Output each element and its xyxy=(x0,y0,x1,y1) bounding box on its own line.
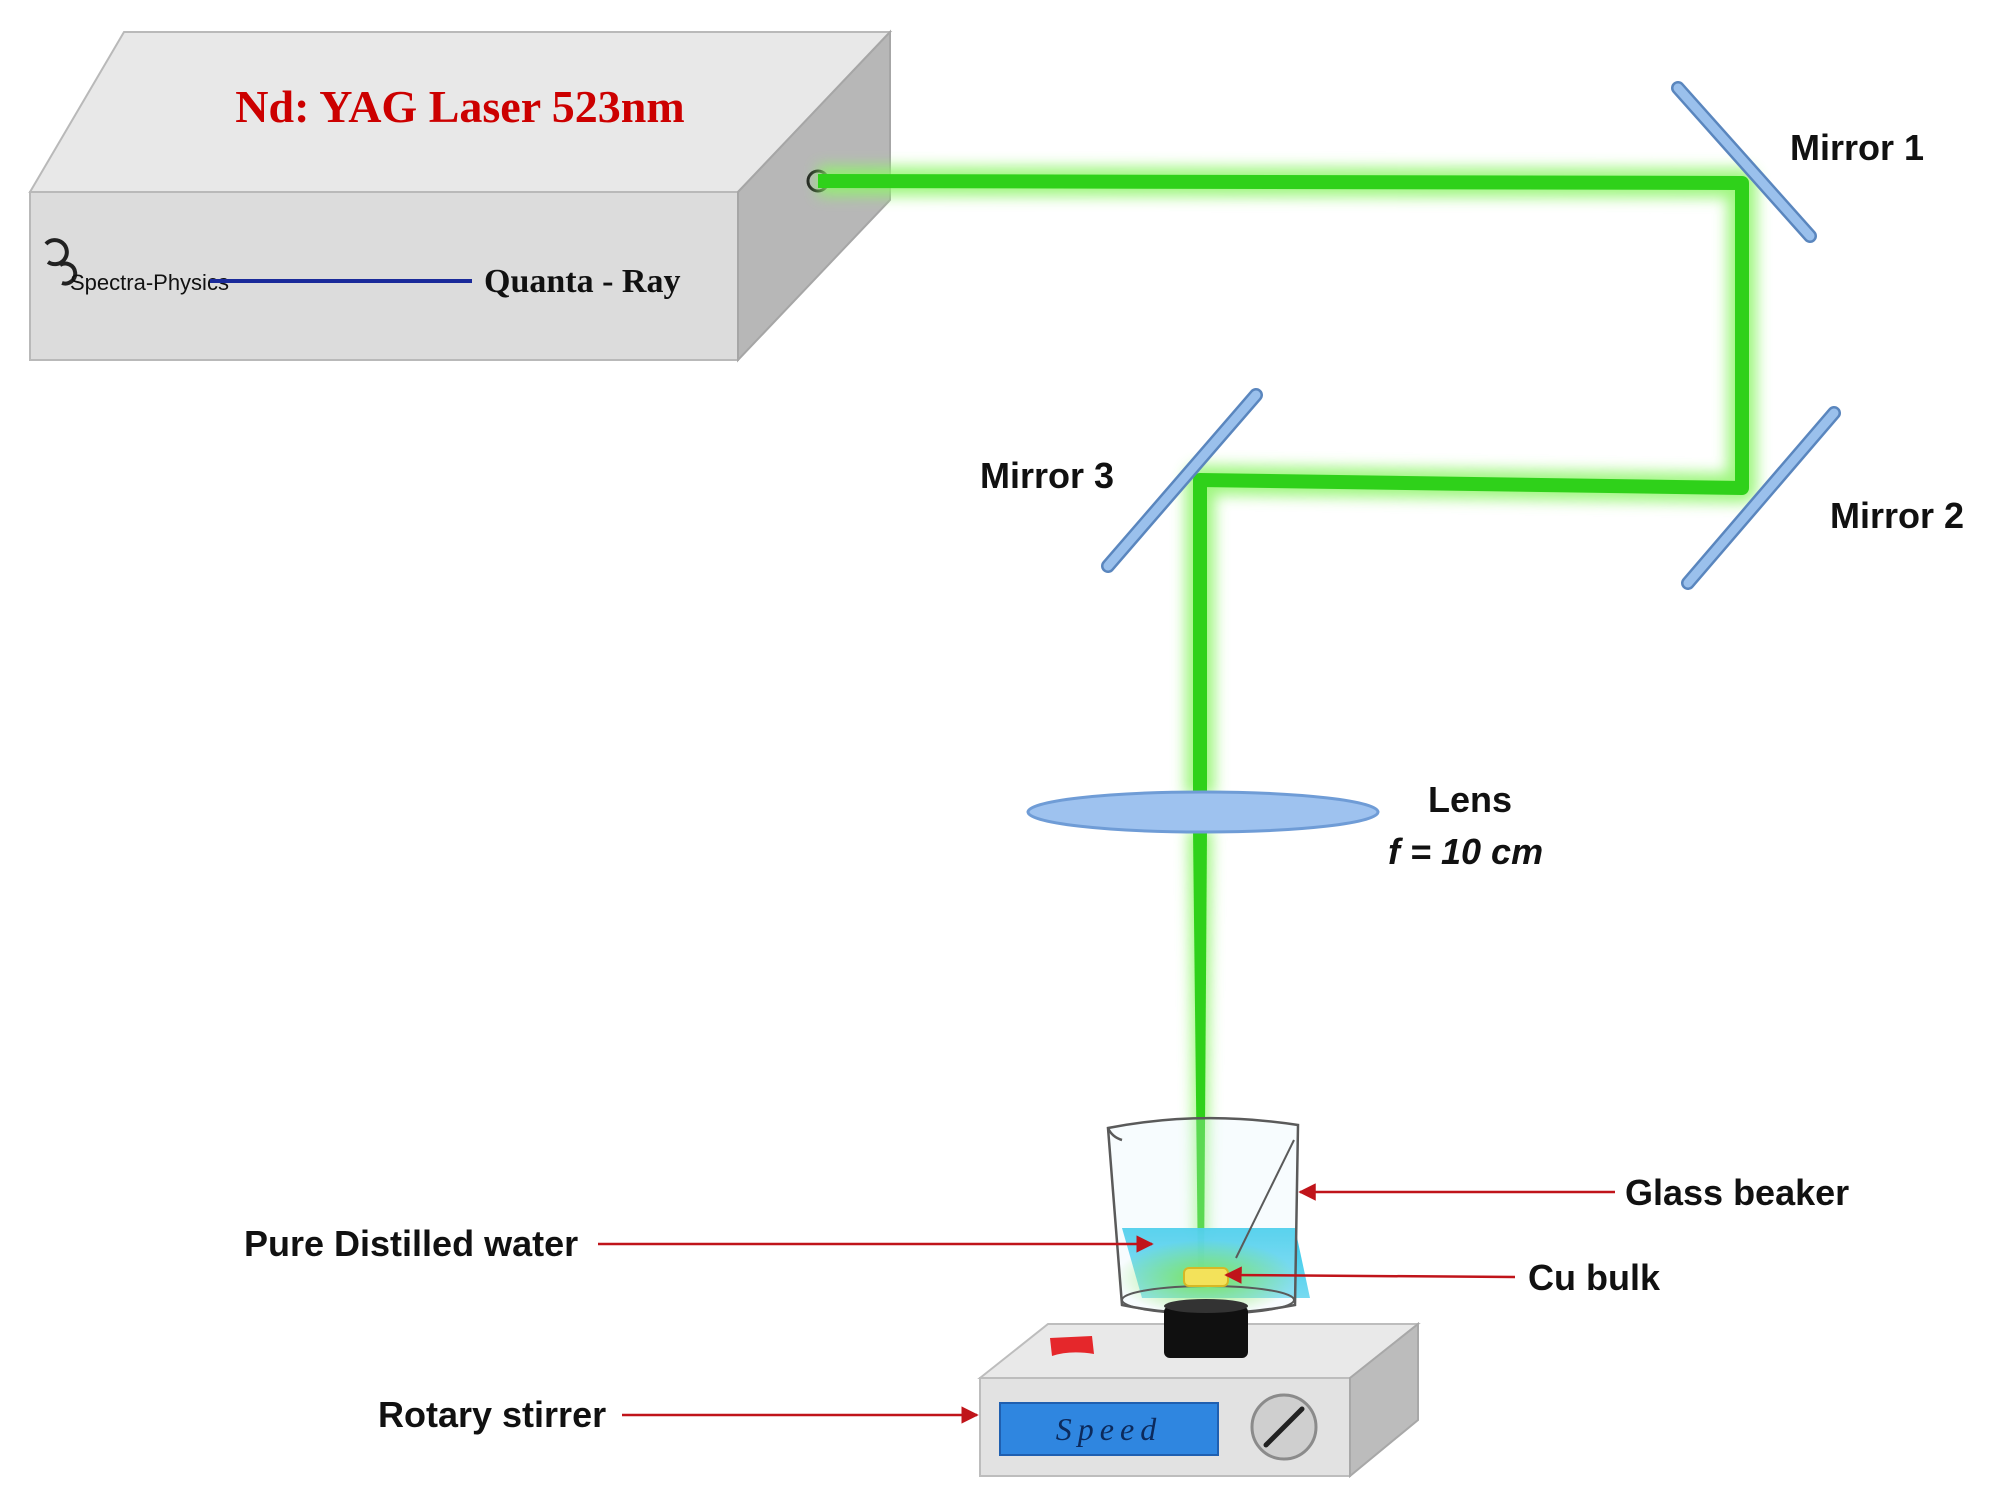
laser-box: Nd: YAG Laser 523nm Spectra-Physics Quan… xyxy=(28,29,893,363)
focused-beam-segment xyxy=(1193,830,1207,1275)
speed-display xyxy=(999,1402,1219,1456)
lens-focal-length: f = 10 cm xyxy=(1388,831,1543,872)
lens-label: Lens xyxy=(1428,779,1512,820)
laser-beam xyxy=(817,166,1757,1275)
laser-model: Quanta - Ray xyxy=(484,263,680,300)
glass-beaker xyxy=(1106,1116,1310,1316)
glass-beaker-label: Glass beaker xyxy=(1625,1172,1849,1213)
mirror-3 xyxy=(1101,388,1263,573)
mirror-2-label: Mirror 2 xyxy=(1830,495,1964,536)
mirror-1 xyxy=(1671,81,1817,243)
cu-bulk-target xyxy=(1183,1267,1229,1287)
stirrer-spindle xyxy=(1164,1306,1248,1358)
mirror-3-label: Mirror 3 xyxy=(980,455,1114,496)
stirrer-side xyxy=(1349,1321,1419,1479)
water-label: Pure Distilled water xyxy=(244,1223,578,1264)
laser-side-face xyxy=(737,29,891,363)
stirrer-label: Rotary stirrer xyxy=(378,1394,606,1435)
power-indicator-icon xyxy=(1050,1336,1094,1356)
laser-brand: Spectra-Physics xyxy=(70,270,229,295)
spectra-physics-logo-icon xyxy=(44,238,78,286)
beam-segment xyxy=(817,174,1749,795)
laser-title: Nd: YAG Laser 523nm xyxy=(235,81,684,132)
mirror-2 xyxy=(1681,406,1841,590)
speed-display-text: Speed xyxy=(1056,1411,1162,1447)
cu-bulk-arrow xyxy=(1224,1266,1516,1284)
laser-front-face xyxy=(29,191,739,361)
rotary-stirrer: Speed xyxy=(977,1299,1421,1479)
cu-bulk-label: Cu bulk xyxy=(1528,1257,1661,1298)
lens xyxy=(1026,790,1380,834)
mirror-1-label: Mirror 1 xyxy=(1790,127,1924,168)
